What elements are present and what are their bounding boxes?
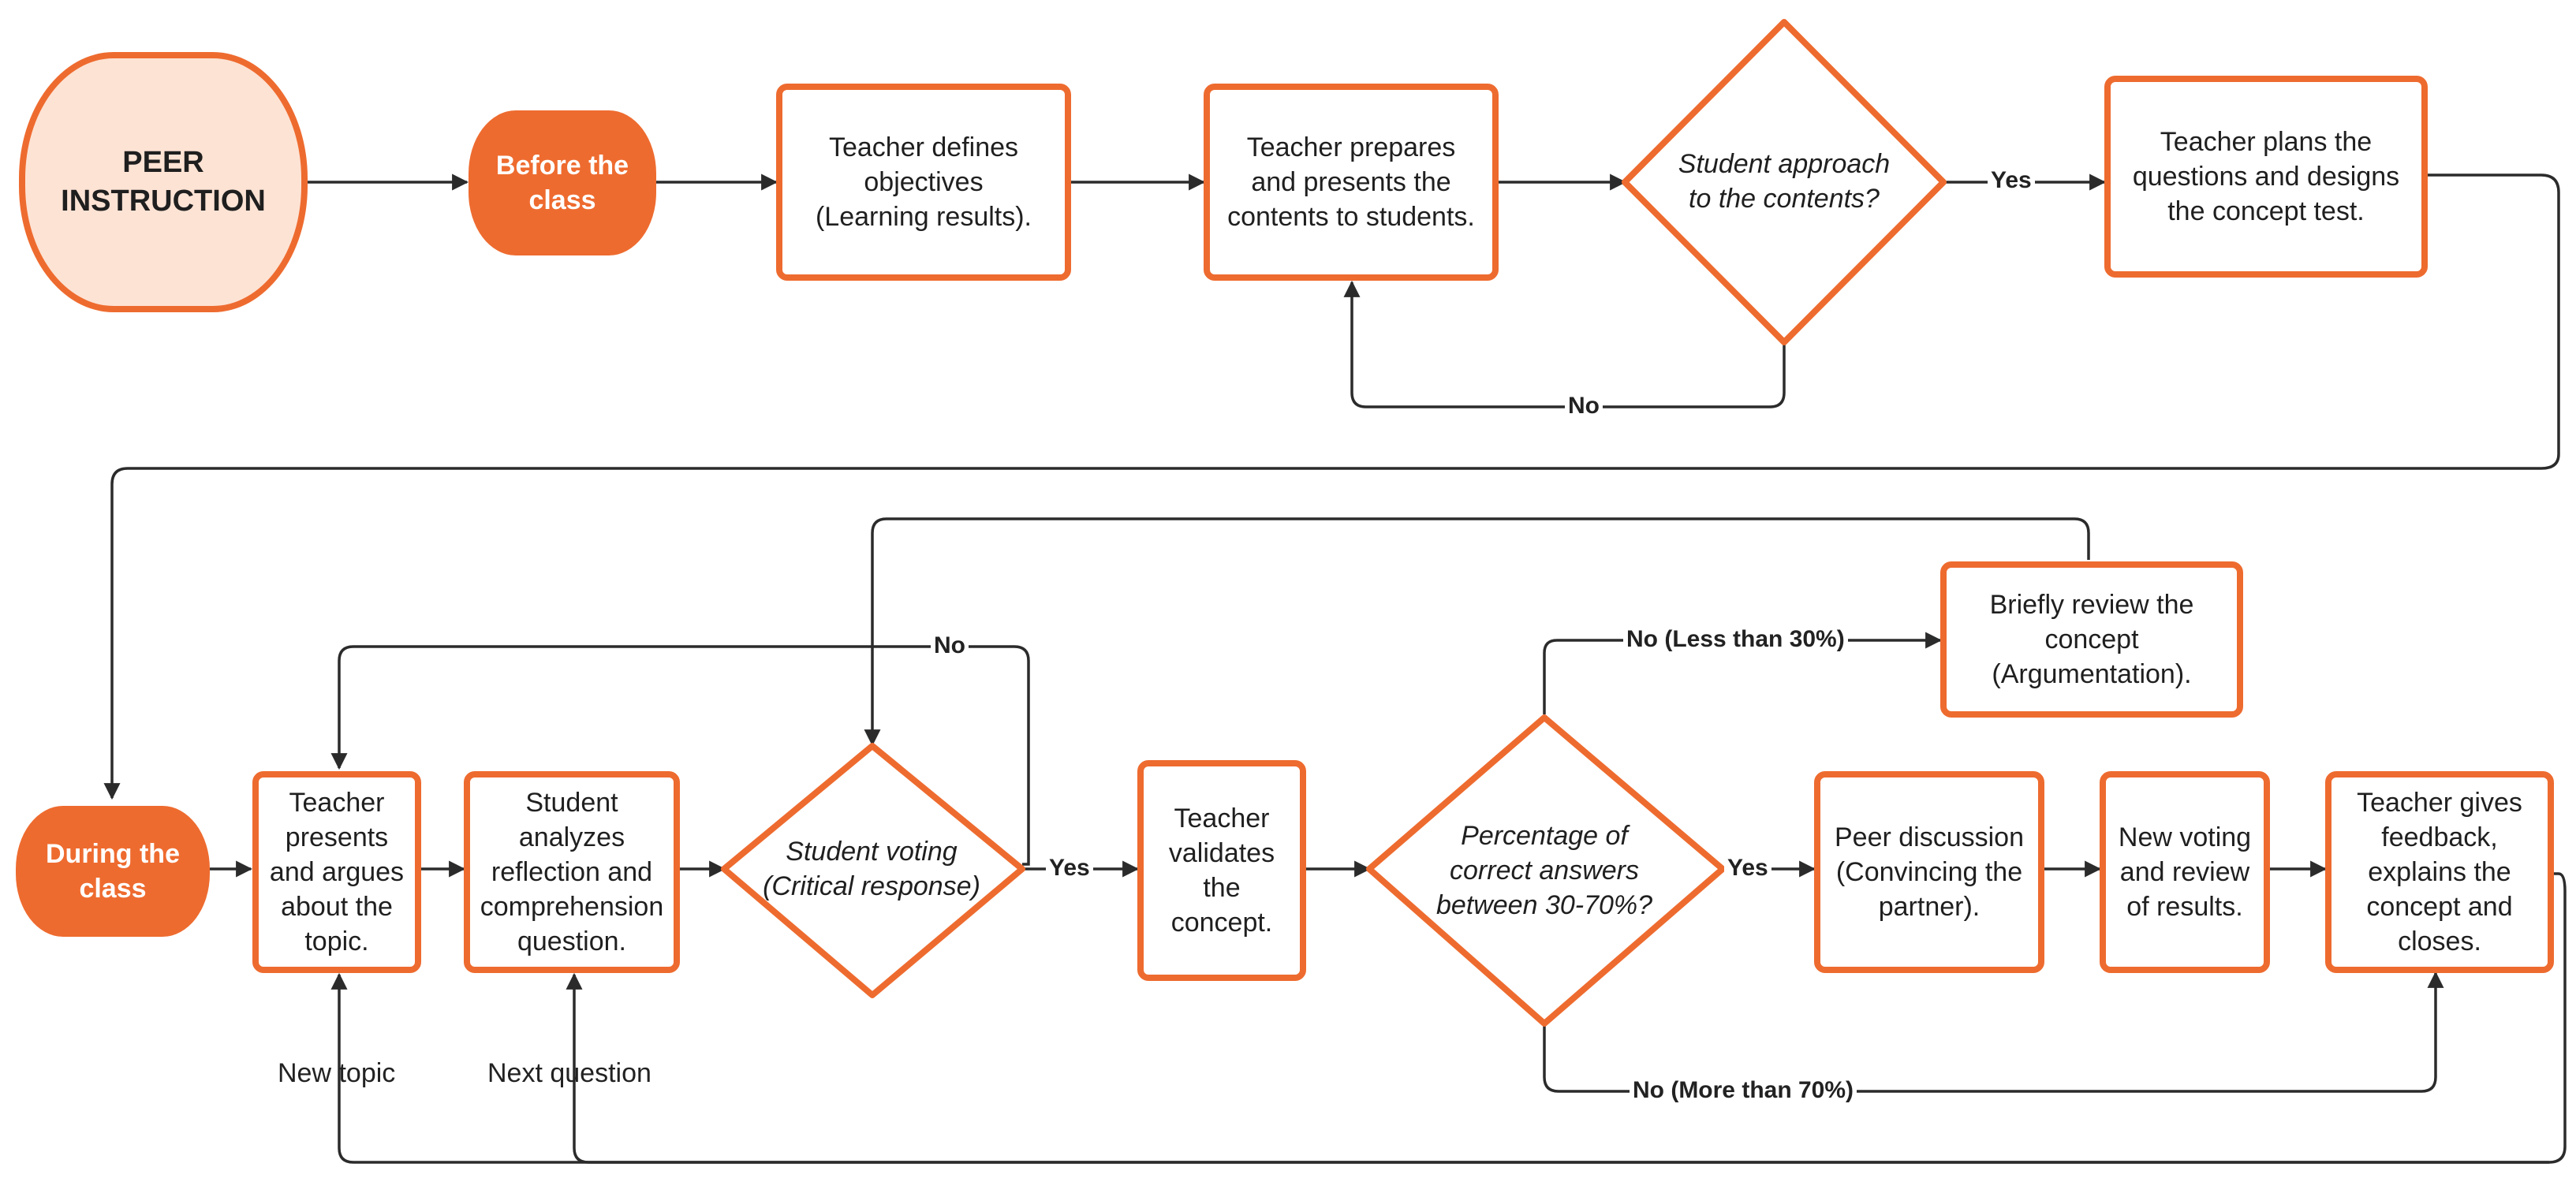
- edge-plan-to-during: [103, 173, 2560, 800]
- diamond-percentage: [1366, 714, 1726, 1027]
- box-peer-discussion: Peer discussion (Convincing the partner)…: [1814, 771, 2044, 973]
- edge-pct-less: [1543, 632, 1943, 714]
- edge-label-pct-more: No (More than 70%): [1630, 1079, 1857, 1102]
- edge-label-approach-yes: Yes: [1988, 169, 2035, 192]
- box-validates: Teacher validates the concept.: [1137, 760, 1306, 981]
- edge-pct-more: [1543, 971, 2444, 1093]
- edge-review-to-voting: [864, 517, 2090, 747]
- box-student-analyzes: Student analyzes reflection and comprehe…: [464, 771, 680, 973]
- terminal-peer-instruction: PEER INSTRUCTION: [19, 52, 308, 312]
- terminal-before-class: Before the class: [469, 110, 656, 255]
- edge-feedback-to-new-topic: [330, 872, 2567, 1164]
- box-plan-questions: Teacher plans the questions and designs …: [2104, 76, 2428, 278]
- edge-feedback-to-next-question: [566, 972, 2549, 1164]
- box-feedback: Teacher gives feedback, explains the con…: [2325, 771, 2554, 973]
- box-briefly-review: Briefly review the concept (Argumentatio…: [1940, 561, 2243, 718]
- diamond-label-student-voting: Student voting (Critical response): [763, 836, 980, 901]
- diamond-label-student-approach: Student approach to the contents?: [1678, 148, 1891, 214]
- box-presents-argues: Teacher presents and argues about the to…: [252, 771, 421, 973]
- edge-label-approach-no: No: [1565, 394, 1603, 418]
- box-new-voting: New voting and review of results.: [2100, 771, 2270, 973]
- edge-label-pct-less: No (Less than 30%): [1623, 628, 1848, 651]
- edge-label-new-topic: New topic: [278, 1058, 396, 1088]
- box-define-objectives: Teacher defines objectives (Learning res…: [776, 84, 1071, 281]
- terminal-during-class: During the class: [16, 806, 210, 937]
- edge-label-voting-no: No: [931, 634, 969, 658]
- edge-approach-no: [1343, 280, 1786, 408]
- diamond-label-percentage: Percentage of correct answers between 30…: [1435, 820, 1653, 921]
- diamond-student-approach: [1622, 19, 1947, 345]
- edge-label-next-question: Next question: [487, 1058, 651, 1088]
- box-prepare-contents: Teacher prepares and presents the conten…: [1204, 84, 1499, 281]
- diamond-student-voting: [721, 743, 1025, 998]
- edge-label-voting-yes: Yes: [1046, 856, 1093, 880]
- edge-voting-no: [330, 645, 1030, 866]
- edge-label-pct-yes: Yes: [1724, 856, 1771, 880]
